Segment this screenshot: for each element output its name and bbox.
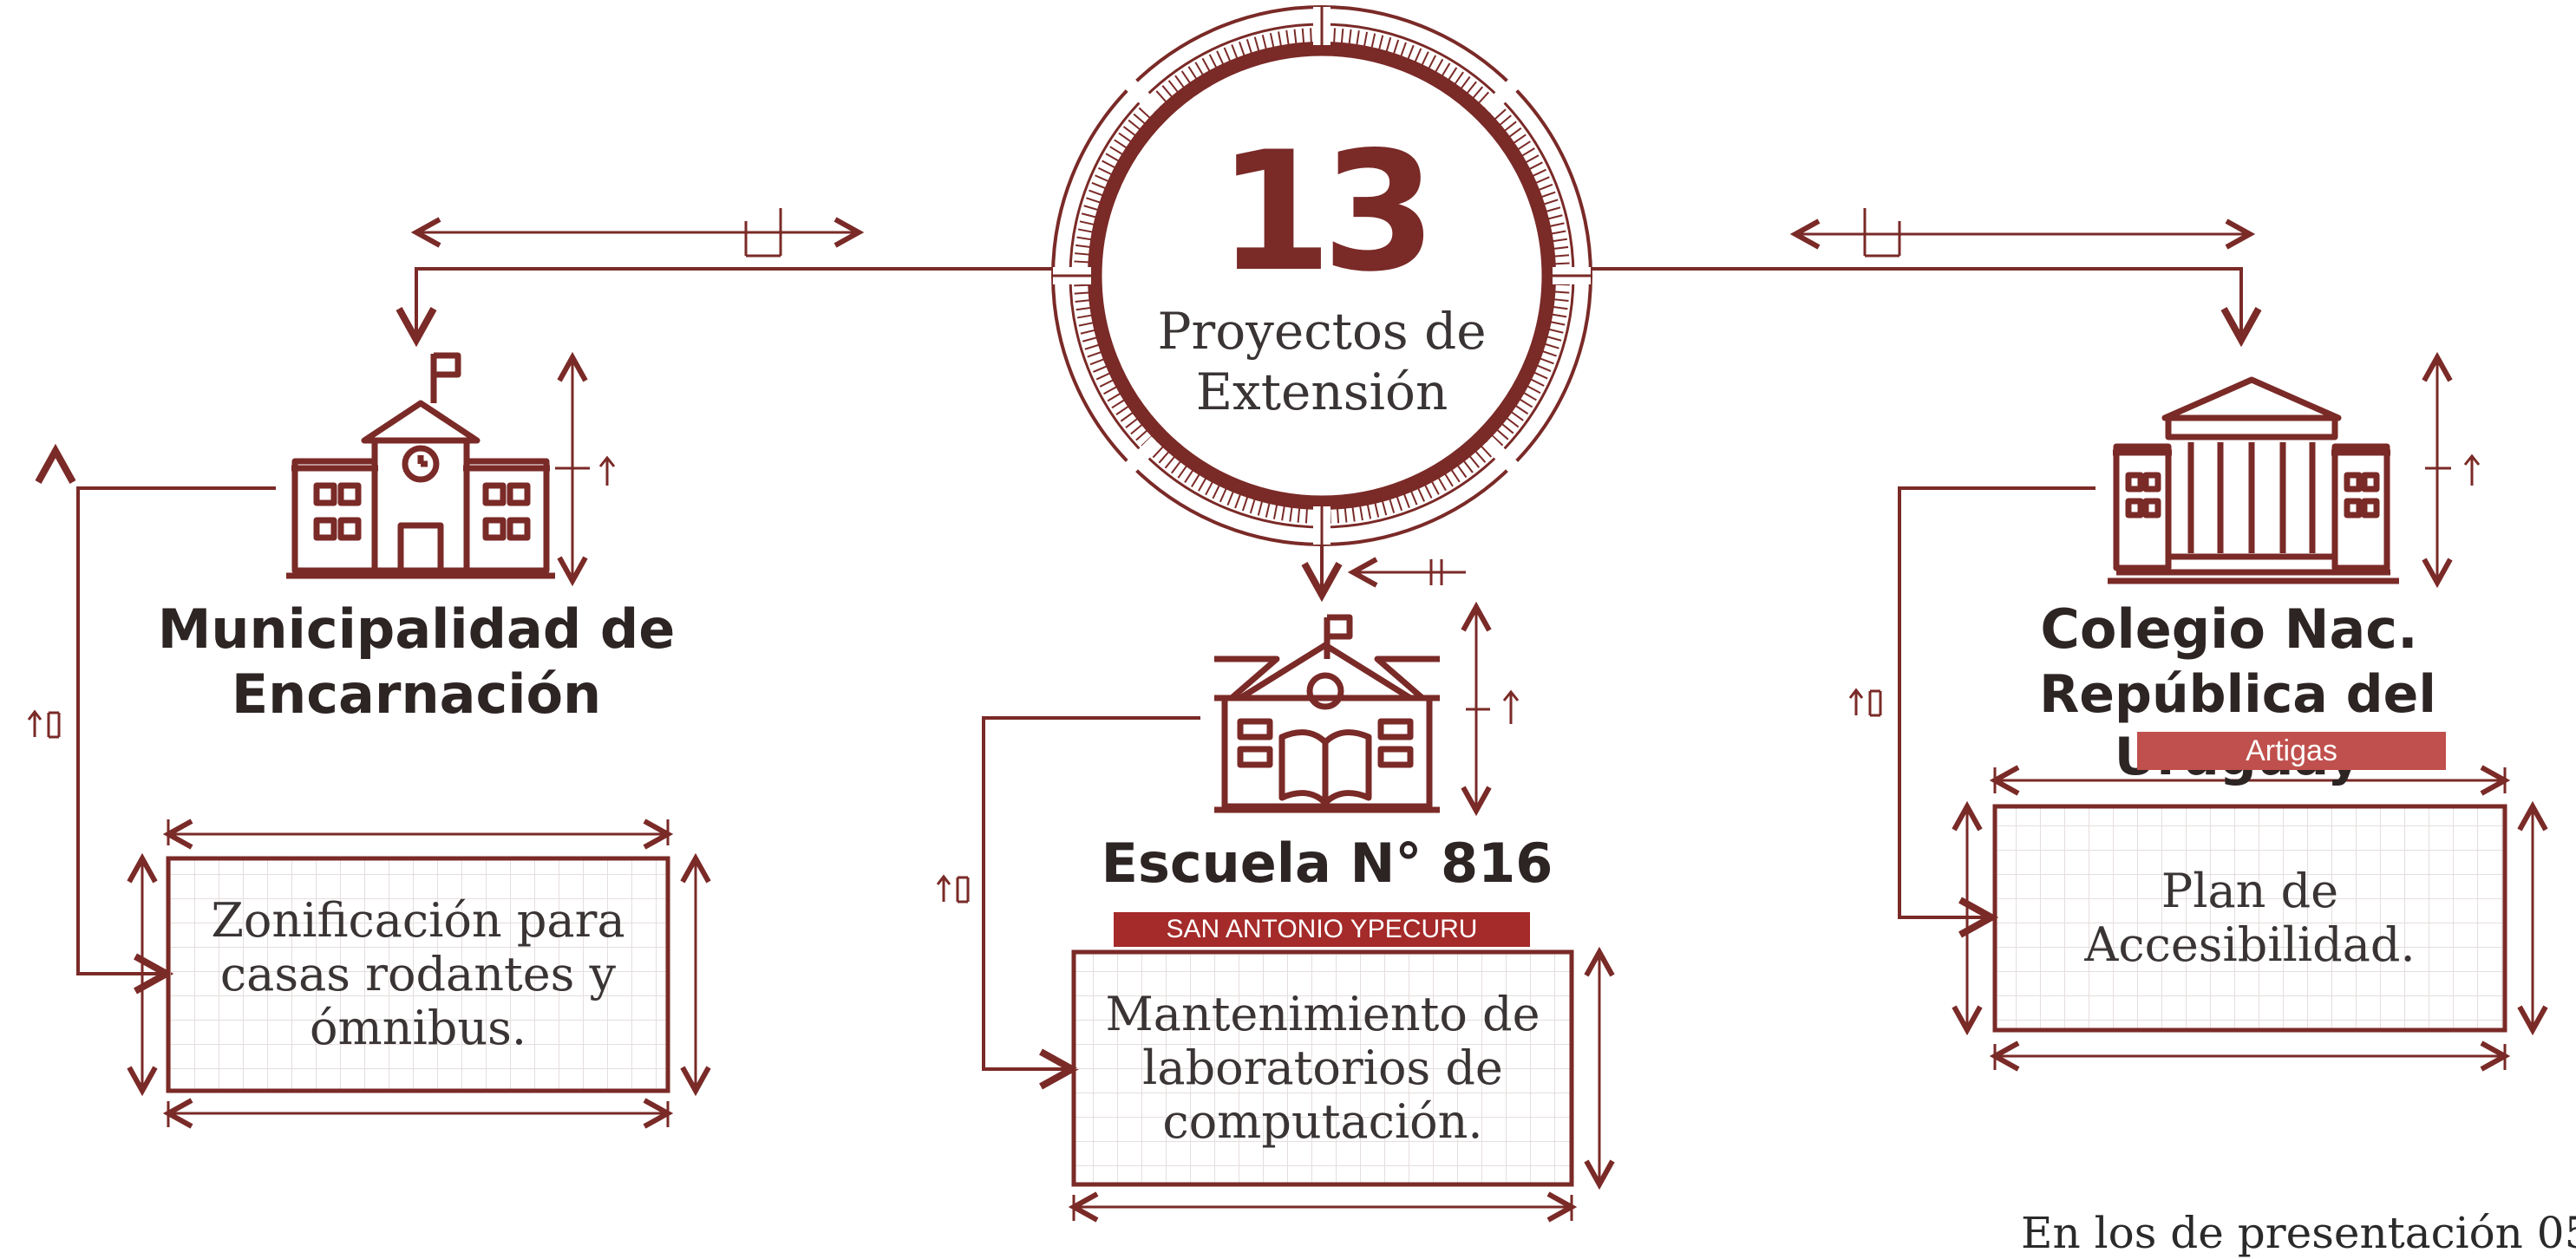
dimension-municipalidad-height [555,357,616,581]
municipalidad-title-line2: Encarnación [231,662,602,726]
municipalidad-project-text: Zonificación para casas rodantes y ómnib… [173,864,663,1086]
side-mark-left [27,709,61,739]
escuela-project-text: Mantenimiento de laboratorios de computa… [1079,957,1566,1179]
colegio-subtitle-tag: Artigas [2137,732,2446,770]
town-hall-icon [286,352,555,579]
project-box-escuela [1074,952,1599,1221]
project-box-municipalidad [142,819,696,1127]
colegio-project-line2: Accesibilidad. [2084,917,2416,972]
colegio-project-text: Plan de Accesibilidad. [2000,812,2500,1025]
connector-down [1322,545,1466,595]
flow-colegio [1898,486,2095,917]
flow-municipalidad [56,451,276,974]
side-mark-right [1848,688,1882,717]
escuela-project-line1: Mantenimiento de [1105,986,1540,1041]
center-caption-line2: Extensión [1195,362,1448,421]
school-book-icon [1214,614,1440,813]
escuela-project-line3: computación. [1162,1094,1483,1150]
center-number: 13 [1217,116,1436,308]
dimension-colegio-height [2425,357,2481,583]
side-mark-center [936,874,970,903]
municipalidad-project-line3: ómnibus. [310,1001,526,1056]
flow-escuela [982,716,1200,1069]
municipalidad-title-line1: Municipalidad de [157,597,676,661]
project-box-colegio [1967,767,2533,1070]
municipalidad-project-line1: Zonificación para [211,892,625,948]
connector-left [416,208,1053,340]
municipalidad-project-line2: casas rodantes y [219,946,617,1001]
columned-building-icon [2108,376,2399,584]
escuela-title: Escuela N° 816 [1101,832,1553,895]
escuela-project-line2: laboratorios de [1142,1040,1503,1095]
dimension-escuela-height [1466,607,1520,811]
connector-right [1591,208,2250,340]
colegio-project-line1: Plan de [2161,863,2339,918]
diagram-canvas [27,5,2576,1229]
colegio-title-line1: Colegio Nac. [2040,597,2418,661]
center-caption-line1: Proyectos de [1157,302,1487,361]
footer-partial-text: En los de presentación 05 [2021,1208,2576,1258]
escuela-subtitle-tag: SAN ANTONIO YPECURU [1114,912,1530,947]
